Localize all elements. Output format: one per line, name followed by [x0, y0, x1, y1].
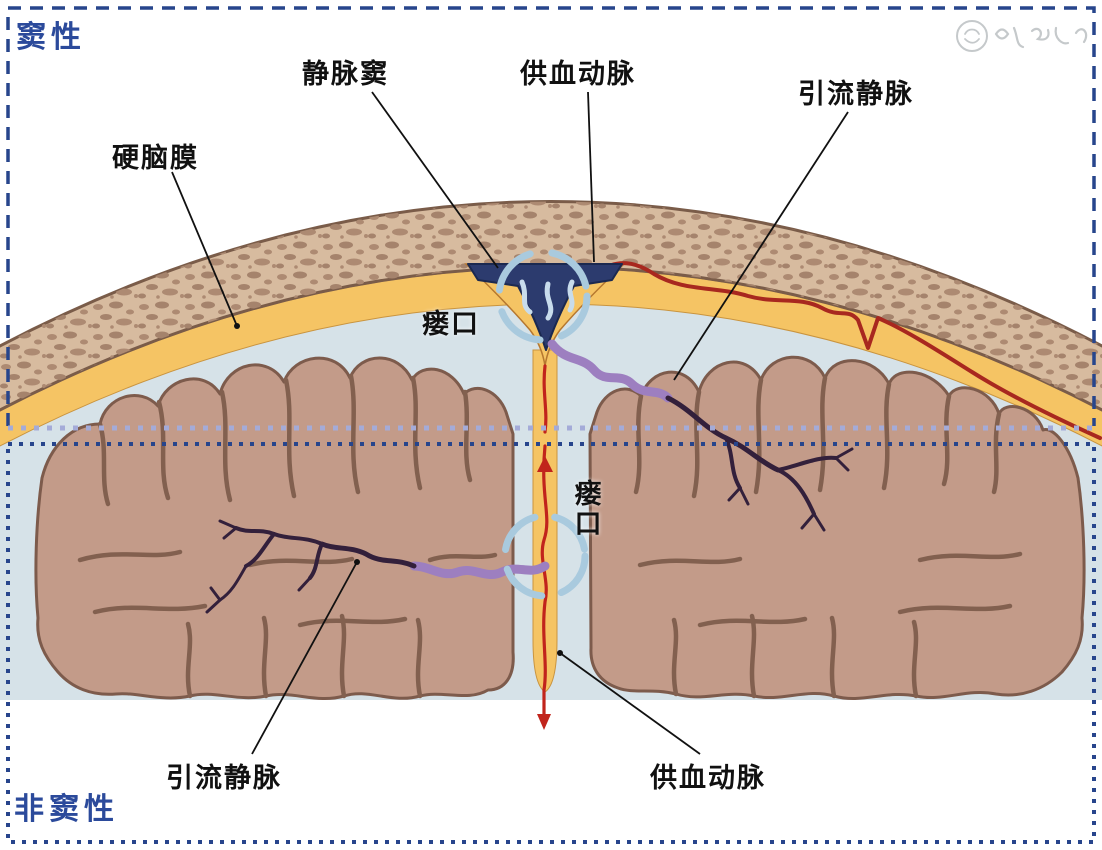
feeding-artery-top-vessel: [596, 261, 1102, 440]
leader-feeding-artery-top: [587, 91, 595, 263]
label-venous-sinus: 静脉窦: [302, 59, 389, 90]
draining-vein-top-dark: [665, 395, 854, 532]
feeding-artery-bottom-arrow-down: [537, 714, 551, 730]
draining-vein-top-lavender: [547, 339, 673, 403]
leader-draining-vein-top: [673, 111, 849, 381]
leader-draining-vein-bottom: [251, 561, 358, 755]
label-dura-mater: 硬脑膜: [112, 143, 199, 174]
label-draining-vein-top: 引流静脉: [798, 79, 914, 110]
section-label-non-sinus: 非窦性: [14, 792, 119, 827]
fistula-ring-bottom: [501, 512, 589, 600]
brain-left-sulci: [77, 373, 498, 699]
leader-feeding-artery-bottom: [559, 652, 701, 755]
label-draining-vein-bottom: 引流静脉: [166, 763, 282, 794]
leader-lines: [171, 91, 849, 755]
skull-bone: [0, 200, 1102, 412]
label-feeding-artery-top: 供血动脉: [520, 59, 636, 90]
journal-logo-watermark: [956, 20, 1088, 52]
section-label-sinus: 窦性: [16, 20, 86, 55]
venous-sinus-flow-squiggles: [519, 279, 575, 321]
skull-bone-texture: [0, 201, 1102, 410]
leader-venous-sinus: [371, 91, 499, 269]
draining-vein-bottom-dark: [205, 519, 417, 614]
brain-right-hemisphere: [588, 355, 1086, 700]
label-fistula-bottom: 瘘口: [574, 479, 604, 541]
label-feeding-artery-bottom: 供血动脉: [650, 763, 766, 794]
non-sinus-panel-border: [6, 442, 1096, 844]
leader-dura-mater: [171, 171, 238, 327]
feeding-artery-bottom-arrow-up: [537, 456, 553, 472]
brain-right-sulci: [633, 375, 1023, 699]
leader-dots: [234, 323, 563, 656]
label-fistula-top: 瘘口: [422, 309, 480, 340]
draining-vein-bottom-lavender: [409, 561, 550, 580]
fistula-ring-top: [495, 248, 591, 344]
brain-left-hemisphere: [34, 356, 515, 700]
sinus-panel-border: [6, 6, 1096, 426]
